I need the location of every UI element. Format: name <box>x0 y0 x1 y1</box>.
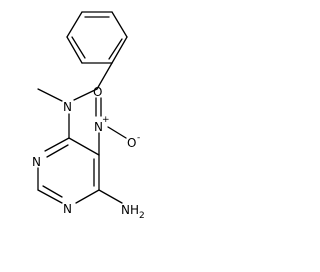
benzene-bond <box>66 11 83 38</box>
amino-nh: NH <box>121 203 139 217</box>
benzene-double-bond <box>108 38 123 60</box>
nitro-oxygen-charge: - <box>137 133 140 143</box>
n1-c2-bond <box>37 189 63 204</box>
benzene-ring <box>66 11 128 64</box>
n1-c2-double-bond <box>42 185 63 198</box>
ring-nitrogen-n3: N <box>32 155 41 169</box>
c6-n1-bond <box>75 189 100 204</box>
n-methyl-bond <box>37 88 63 102</box>
n3-c4-bond <box>44 137 70 152</box>
benzyl-ch2-bond <box>96 62 113 90</box>
c6-amino-bond <box>98 189 123 204</box>
pyrimidine-ring <box>37 137 100 204</box>
nitro-nitrogen-charge: + <box>102 115 110 125</box>
ch2-n-bond <box>73 88 98 101</box>
chemical-structure: N N N N + O O - NH 2 <box>32 11 145 221</box>
benzene-bond <box>66 36 83 64</box>
nitro-nitrogen: N <box>94 120 103 134</box>
nitro-n-o-single-bond <box>107 126 127 139</box>
ring-nitrogen-n1: N <box>63 202 72 216</box>
nitro-oxygen-single: O <box>127 136 136 150</box>
c4-c5-bond <box>68 137 100 156</box>
n3-c4-double-bond <box>46 144 69 158</box>
benzene-double-bond <box>71 36 86 59</box>
benzene-bond <box>111 36 128 64</box>
benzene-bond <box>111 11 128 38</box>
nitro-oxygen-double: O <box>93 85 102 99</box>
amino-h-subscript: 2 <box>139 211 145 221</box>
amine-nitrogen: N <box>63 100 72 114</box>
